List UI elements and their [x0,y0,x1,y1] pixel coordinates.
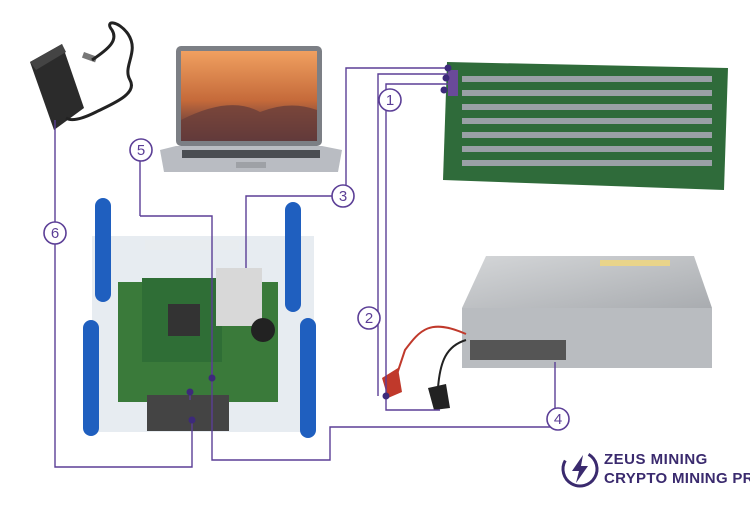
power-supply-icon [382,256,712,410]
callout-1: 1 [378,88,402,112]
brand-logo: ZEUS MINING CRYPTO MINING PRO [560,447,750,495]
callout-label-3: 3 [339,188,347,205]
brand-name: ZEUS MINING [604,451,708,468]
callout-4: 4 [546,407,570,431]
callout-6: 6 [43,221,67,245]
callout-label-6: 6 [51,225,59,242]
hashboard-icon [443,62,728,190]
callout-3: 3 [331,184,355,208]
power-adapter-icon [30,21,134,130]
callout-label-2: 2 [365,310,373,327]
lightning-logo-icon [561,450,599,488]
callout-label-4: 4 [554,411,562,428]
brand-tagline: CRYPTO MINING PRO [604,470,750,487]
callout-5: 5 [129,138,153,162]
connection-dots [186,64,452,424]
callout-2: 2 [357,306,381,330]
callout-label-1: 1 [386,92,394,109]
control-board-fixture-icon [83,198,316,438]
callout-label-5: 5 [137,142,145,159]
laptop-icon [160,46,342,172]
